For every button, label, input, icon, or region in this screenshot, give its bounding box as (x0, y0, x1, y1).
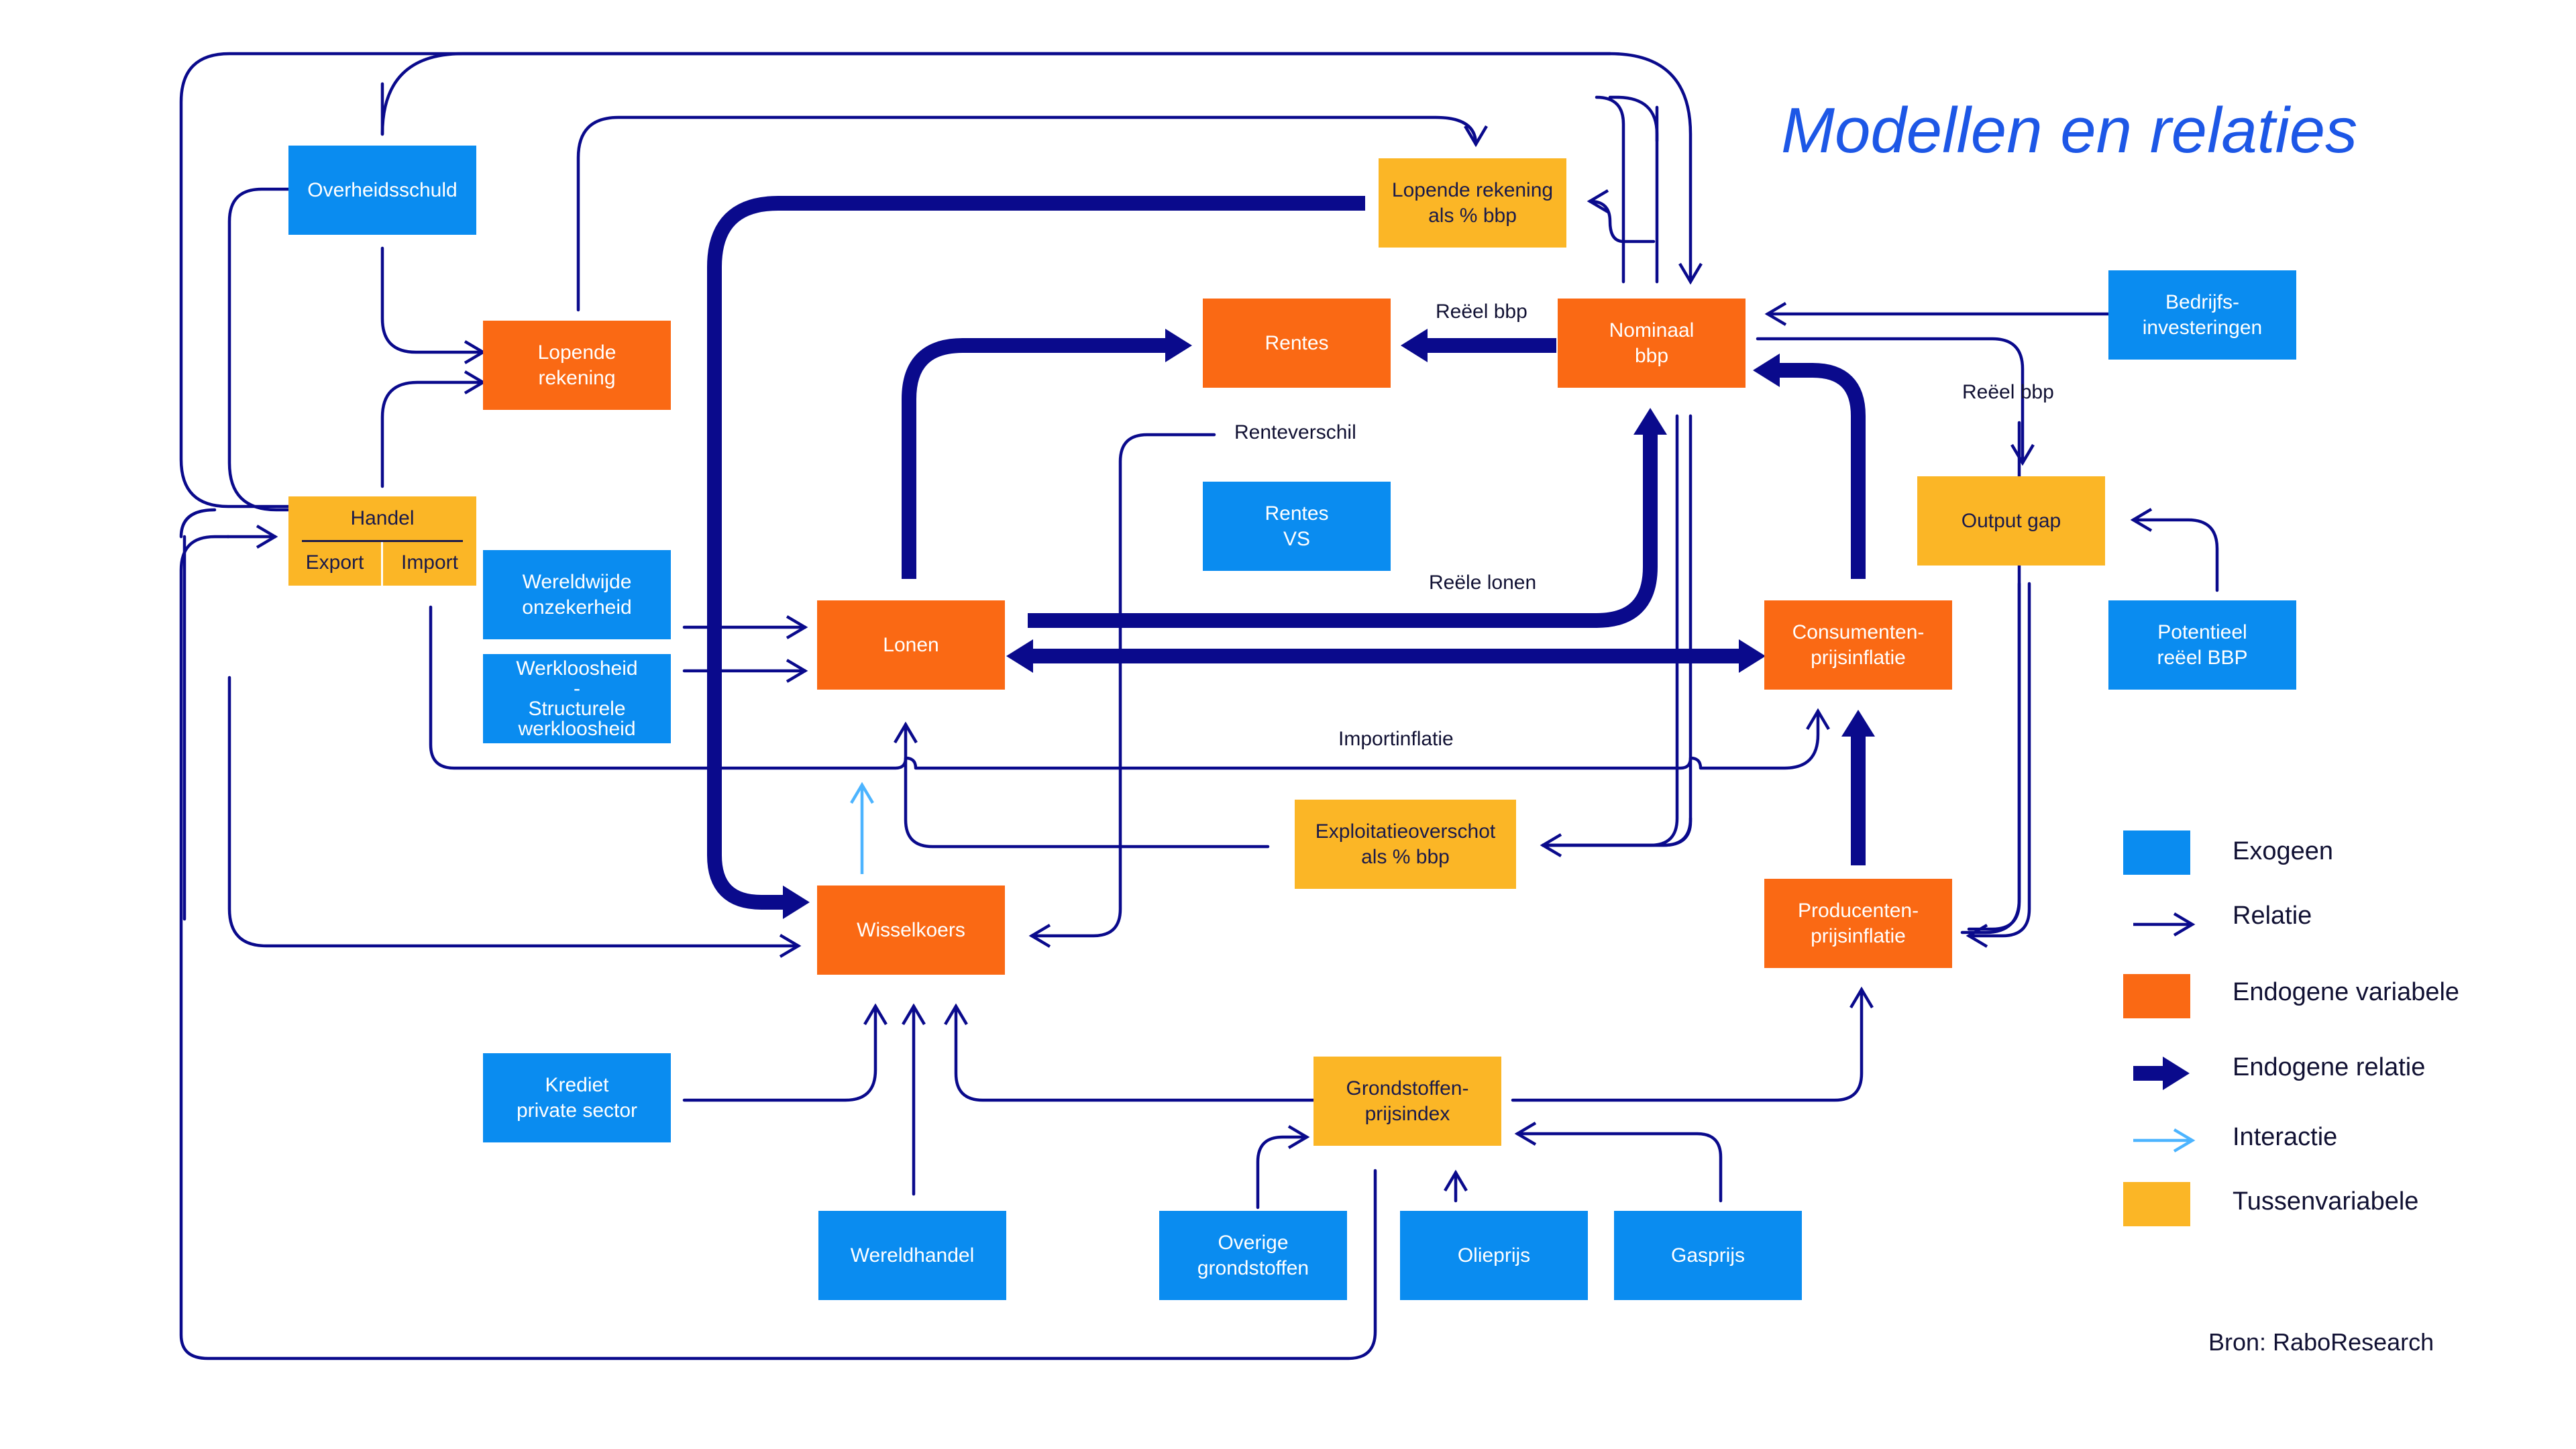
node-output-gap[interactable]: Output gap (1917, 476, 2105, 566)
legend-exogeen-swatch (2123, 830, 2190, 875)
handel-label: Handel (350, 507, 415, 529)
legend-exogeen-label: Exogeen (2233, 837, 2334, 865)
legend-interactie-label: Interactie (2233, 1123, 2338, 1151)
label-reeel-bbp-rentes: Reëel bbp (1436, 301, 1527, 323)
node-rentes-vs[interactable]: Rentes VS (1203, 482, 1391, 571)
node-olieprijs[interactable]: Olieprijs (1400, 1211, 1588, 1300)
page-title: Modellen en relaties (1781, 95, 2358, 166)
node-consumentenprijsinflatie[interactable]: Consumenten- prijsinflatie (1764, 600, 1952, 690)
node-overheidsschuld[interactable]: Overheidsschuld (288, 146, 476, 235)
legend-endogene-variabele-swatch (2123, 974, 2190, 1018)
node-wisselkoers[interactable]: Wisselkoers (817, 885, 1005, 975)
node-lopende-rekening-bbp[interactable]: Lopende rekening als % bbp (1379, 158, 1566, 248)
source-note: Bron: RaboResearch (2208, 1328, 2434, 1356)
handel-split (381, 542, 383, 586)
handel-divider (302, 540, 463, 542)
node-exploitatieoverschot[interactable]: Exploitatieoverschot als % bbp (1295, 800, 1516, 889)
handel-import: Import (400, 551, 459, 574)
node-wereldwijde-onzekerheid[interactable]: Wereldwijde onzekerheid (483, 550, 671, 639)
handel-export: Export (305, 551, 364, 574)
node-rentes[interactable]: Rentes (1203, 299, 1391, 388)
node-grondstoffenprijsindex[interactable]: Grondstoffen- prijsindex (1313, 1057, 1501, 1146)
legend-endogene-relatie-label: Endogene relatie (2233, 1053, 2426, 1081)
node-potentieel-reeel-bbp[interactable]: Potentieel reëel BBP (2108, 600, 2296, 690)
node-werkloosheid[interactable]: Werkloosheid - Structurele werkloosheid (483, 654, 671, 743)
node-krediet-private-sector[interactable]: Krediet private sector (483, 1053, 671, 1142)
label-importinflatie: Importinflatie (1338, 728, 1454, 750)
node-lonen[interactable]: Lonen (817, 600, 1005, 690)
node-producentenprijsinflatie[interactable]: Producenten- prijsinflatie (1764, 879, 1952, 968)
endogenous-relation-lines (707, 196, 1875, 919)
legend-endogene-variabele-label: Endogene variabele (2233, 978, 2460, 1006)
label-reeel-bbp-output: Reëel bbp (1962, 381, 2054, 403)
node-overige-grondstoffen[interactable]: Overige grondstoffen (1159, 1211, 1347, 1300)
legend-relatie-label: Relatie (2233, 902, 2312, 930)
label-reele-lonen: Reële lonen (1429, 572, 1537, 594)
node-handel[interactable]: Handel Export Import (288, 496, 476, 586)
node-lopende-rekening[interactable]: Lopende rekening (483, 321, 671, 410)
label-renteverschil: Renteverschil (1234, 421, 1356, 443)
relation-lines-left (179, 52, 2219, 1360)
node-nominaal-bbp[interactable]: Nominaal bbp (1558, 299, 1746, 388)
node-wereldhandel[interactable]: Wereldhandel (818, 1211, 1006, 1300)
node-gasprijs[interactable]: Gasprijs (1614, 1211, 1802, 1300)
node-bedrijfsinvesteringen[interactable]: Bedrijfs- investeringen (2108, 270, 2296, 360)
legend-tussenvariabele-swatch (2123, 1182, 2190, 1226)
legend-tussenvariabele-label: Tussenvariabele (2233, 1187, 2419, 1216)
